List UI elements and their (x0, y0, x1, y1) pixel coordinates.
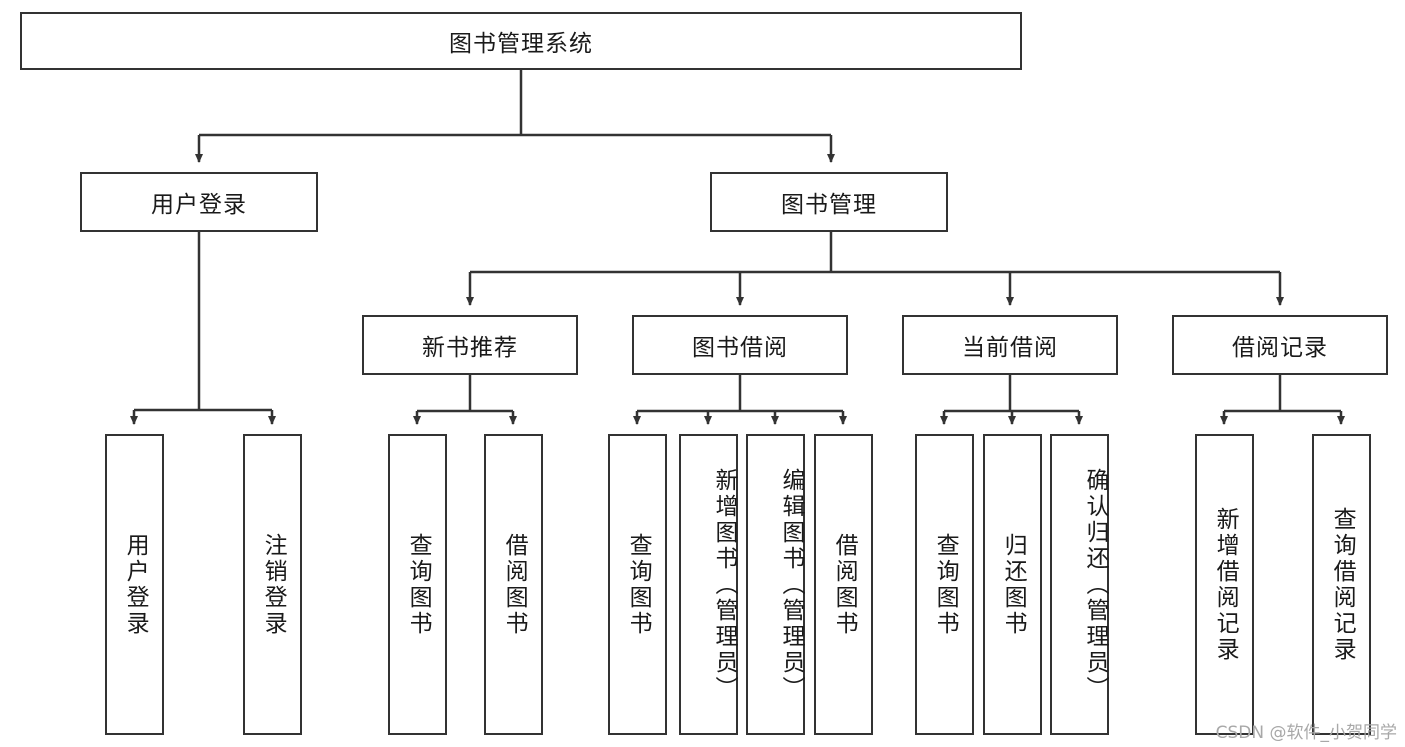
watermark-text: CSDN @软件_小贺同学 (1215, 723, 1397, 743)
node-current-borrow[interactable]: 当前借阅 (902, 315, 1118, 375)
leaf-node[interactable]: 新增图书（管理员） (679, 434, 738, 735)
leaf-node[interactable]: 借阅图书 (814, 434, 873, 735)
leaf-node[interactable]: 查询借阅记录 (1312, 434, 1371, 735)
node-book-management[interactable]: 图书管理 (710, 172, 948, 232)
node-user-login[interactable]: 用户登录 (80, 172, 318, 232)
leaf-node[interactable]: 归还图书 (983, 434, 1042, 735)
node-borrow-record[interactable]: 借阅记录 (1172, 315, 1388, 375)
leaf-node[interactable]: 用户登录 (105, 434, 164, 735)
leaf-node[interactable]: 查询图书 (388, 434, 447, 735)
leaf-node[interactable]: 确认归还（管理员） (1050, 434, 1109, 735)
leaf-node[interactable]: 借阅图书 (484, 434, 543, 735)
node-root[interactable]: 图书管理系统 (20, 12, 1022, 70)
leaf-node[interactable]: 注销登录 (243, 434, 302, 735)
leaf-node[interactable]: 编辑图书（管理员） (746, 434, 805, 735)
leaf-node[interactable]: 新增借阅记录 (1195, 434, 1254, 735)
node-new-book-recommend[interactable]: 新书推荐 (362, 315, 578, 375)
leaf-node[interactable]: 查询图书 (915, 434, 974, 735)
node-book-borrow[interactable]: 图书借阅 (632, 315, 848, 375)
leaf-node[interactable]: 查询图书 (608, 434, 667, 735)
